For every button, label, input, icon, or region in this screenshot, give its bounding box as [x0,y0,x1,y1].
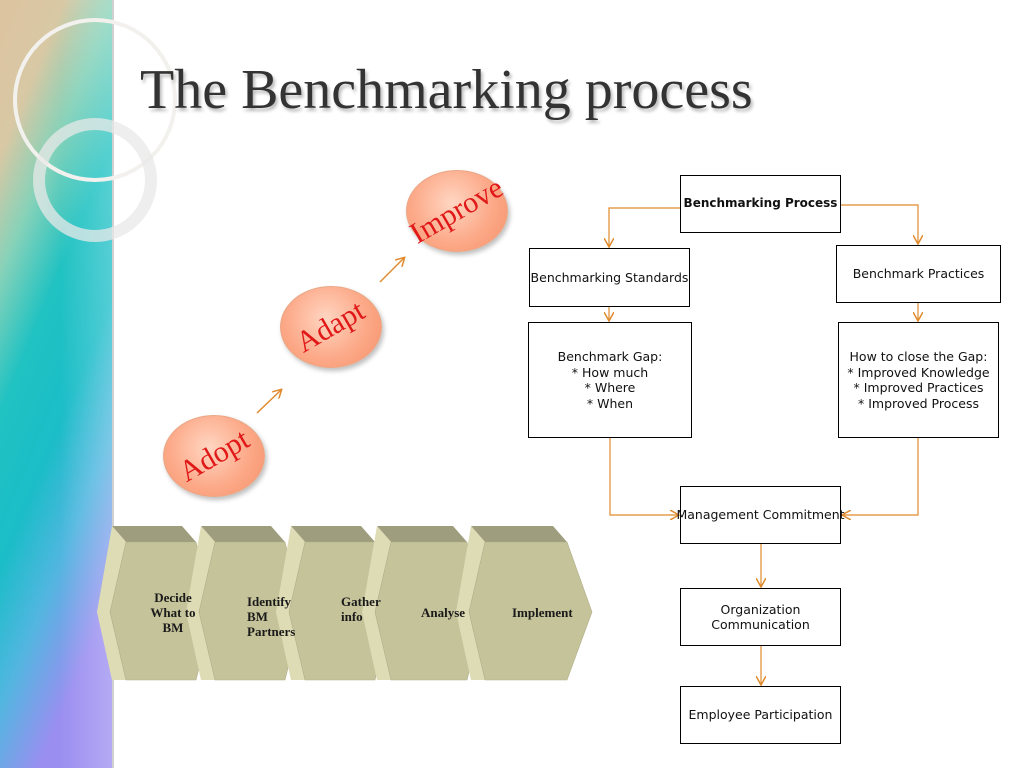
benchmark-gap-box: Benchmark Gap: * How much * Where * When [528,322,692,438]
adopt-circle: Adopt [163,415,265,497]
benchmark-practices-box: Benchmark Practices [836,245,1001,303]
close-gap-box: How to close the Gap: * Improved Knowled… [838,322,999,438]
chevron-implement-label: Implement [512,605,573,620]
chevron-gather [276,526,393,681]
decor-ring-large [13,18,177,182]
connector-gap-management [609,438,678,515]
arrow-adapt-improve [379,258,404,283]
organization-communication-box: Organization Communication [680,588,841,646]
chevron-implement [456,526,593,681]
connector-process-standards [609,207,680,246]
chevron-analyse [362,526,485,681]
improve-circle: Improve [404,170,509,252]
chevron-identify [186,526,303,681]
chevron-analyse-label: Analyse [421,605,466,620]
chevron-identify-label: Identify BM Partners [247,594,296,639]
chevron-decide-label: Decide What to BM [150,590,196,635]
management-commitment-box: Management Commitment [676,486,845,544]
benchmarking-standards-box: Benchmarking Standards [529,248,690,307]
connector-process-practices [840,204,918,243]
slide-title: The Benchmarking process [140,59,753,121]
chevron-gather-label: Gather info [341,594,381,624]
adapt-circle: Adapt [280,286,382,368]
connector-close-management [843,438,919,515]
employee-participation-box: Employee Participation [680,686,841,744]
decor-ring-small [33,118,157,242]
benchmarking-process-box: Benchmarking Process [680,175,841,233]
arrow-adopt-adapt [256,390,281,414]
chevron-decide [97,526,214,681]
